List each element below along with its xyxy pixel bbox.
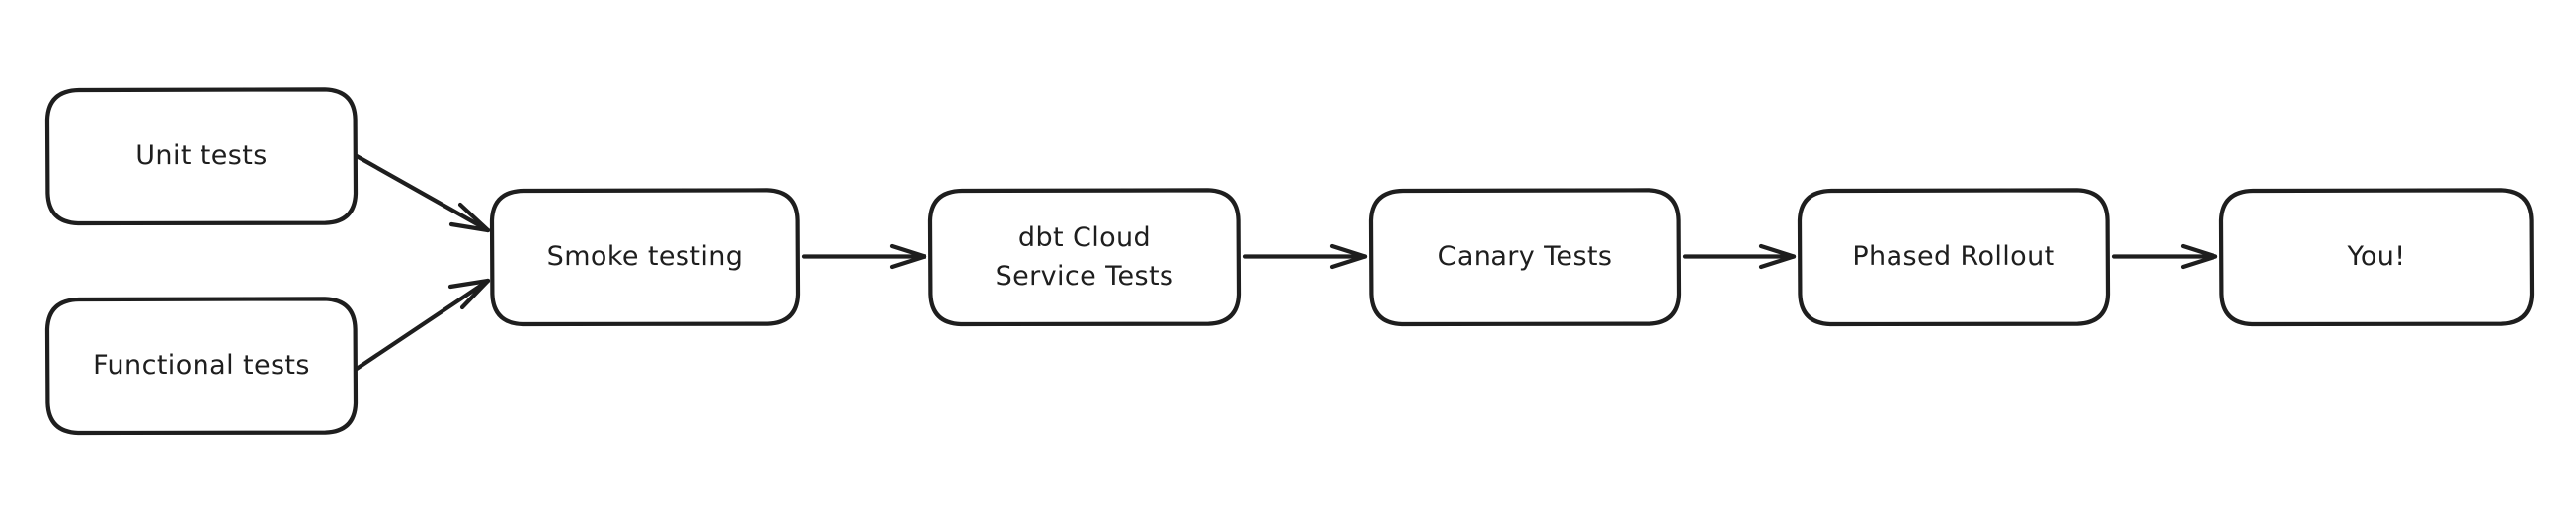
node-shape-dbt-cloud-service-tests[interactable] [927,188,1242,327]
edge-dbt-to-canary [1242,243,1368,270]
node-label-smoke-testing: Smoke testing [546,241,744,273]
node-label-unit-tests: Unit tests [135,140,268,172]
edge-functional-to-smoke [354,278,491,372]
edge-smoke-to-dbt [801,243,927,270]
node-label-dbt-cloud-service-tests: dbt Cloud Service Tests [995,221,1174,292]
node-label-functional-tests: Functional tests [93,350,310,382]
edge-unit-to-smoke [354,153,491,233]
node-shape-canary-tests[interactable] [1368,188,1682,327]
node-shape-you[interactable] [2218,188,2535,327]
node-label-phased-rollout: Phased Rollout [1852,241,2055,273]
edge-canary-to-phased [1682,243,1797,270]
node-shape-unit-tests[interactable] [44,87,359,226]
node-shape-phased-rollout[interactable] [1797,188,2111,327]
node-label-you: You! [2347,241,2406,273]
edge-phased-to-you [2111,243,2218,270]
node-shape-functional-tests[interactable] [44,297,359,436]
node-shape-smoke-testing[interactable] [489,188,801,327]
node-label-canary-tests: Canary Tests [1437,241,1613,273]
